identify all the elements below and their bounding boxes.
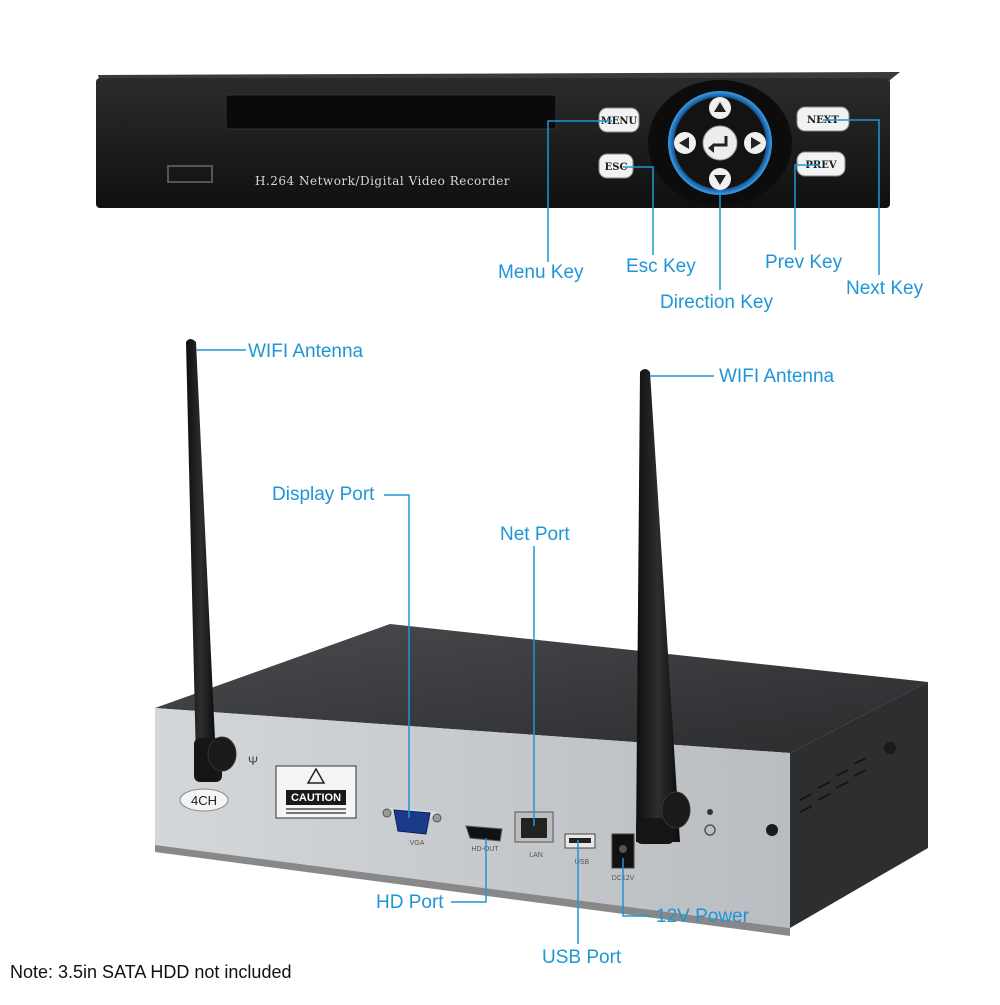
arrow-up-icon xyxy=(714,102,726,112)
direction-key-callout: Direction Key xyxy=(660,292,773,313)
nvr-front-panel: H.264 Network/Digital Video Recorder MEN… xyxy=(96,72,900,208)
usb-port-callout: USB Port xyxy=(542,947,622,968)
wifi-antenna-right-callout: WIFI Antenna xyxy=(719,366,835,387)
rear-leader-lines xyxy=(196,349,714,944)
model-text: H.264 Network/Digital Video Recorder xyxy=(255,174,510,188)
warning-icon xyxy=(306,767,326,784)
esc-key-label: ESC xyxy=(605,162,628,173)
nvr-rear-body: 4CH Ψ CAUTION VGA HD-OUT LAN xyxy=(155,624,928,936)
front-leader-lines xyxy=(547,119,880,290)
antenna-right xyxy=(636,369,691,844)
wifi-antenna-left-callout: WIFI Antenna xyxy=(248,341,364,362)
antenna-left xyxy=(186,339,237,782)
lan-port[interactable]: LAN xyxy=(514,811,554,859)
arrow-right-icon xyxy=(751,137,761,149)
direction-pad[interactable] xyxy=(648,80,792,206)
esc-key-button[interactable]: ESC xyxy=(598,153,634,179)
display-port-callout: Display Port xyxy=(272,484,375,505)
display-window xyxy=(225,94,557,130)
ground-icon xyxy=(704,824,716,836)
power-callout: 12V Power xyxy=(656,906,749,927)
enter-icon xyxy=(714,136,728,147)
antenna-symbol-icon: Ψ xyxy=(248,754,258,768)
arrow-left-icon xyxy=(679,137,689,149)
hd-port-callout: HD Port xyxy=(376,892,444,913)
next-key-button[interactable]: NEXT xyxy=(796,106,850,132)
usb-label: USB xyxy=(575,859,590,866)
screw-hole-1 xyxy=(766,824,778,836)
menu-key-label: MENU xyxy=(601,116,638,127)
net-port-callout: Net Port xyxy=(500,524,570,545)
prev-key-callout: Prev Key xyxy=(765,252,843,273)
menu-key-callout: Menu Key xyxy=(498,262,584,283)
usb-slot-front xyxy=(167,165,213,183)
channel-badge: 4CH xyxy=(191,793,217,808)
enter-arrow-icon xyxy=(708,143,714,153)
lan-label: LAN xyxy=(529,852,543,859)
vga-port[interactable]: VGA xyxy=(382,808,442,847)
usb-port[interactable]: USB xyxy=(564,833,596,866)
next-key-callout: Next Key xyxy=(846,278,924,299)
enter-button[interactable] xyxy=(702,125,738,161)
caution-label: CAUTION xyxy=(291,792,341,804)
arrow-down-icon xyxy=(714,175,726,185)
caution-sticker: CAUTION xyxy=(275,765,357,819)
vga-label: VGA xyxy=(410,840,425,847)
esc-key-callout: Esc Key xyxy=(626,256,696,277)
prev-key-label: PREV xyxy=(805,160,836,171)
screw-hole-2 xyxy=(884,742,896,754)
prev-key-button[interactable]: PREV xyxy=(796,151,846,177)
menu-key-button[interactable]: MENU xyxy=(598,107,640,133)
hdd-note: Note: 3.5in SATA HDD not included xyxy=(10,962,292,982)
